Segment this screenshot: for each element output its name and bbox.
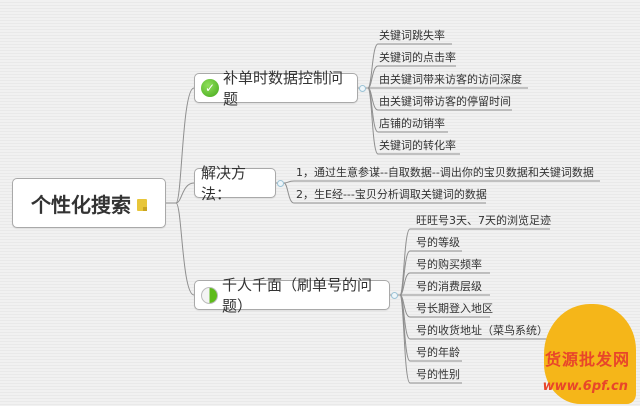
topic-label: 解决方法：	[201, 164, 247, 203]
subtopic-item[interactable]: 号的收货地址（菜鸟系统）	[416, 324, 548, 337]
watermark-logo: 货源批发网 www.6pf.cn	[500, 300, 640, 406]
subtopic-item[interactable]: 号的消费层级	[416, 280, 482, 293]
head-silhouette-icon	[544, 304, 636, 404]
subtopic-item[interactable]: 关键词的转化率	[379, 139, 456, 152]
root-label: 个性化搜索	[31, 192, 131, 217]
subtopic-item[interactable]: 关键词的点击率	[379, 51, 456, 64]
subtopic-item[interactable]: 号长期登入地区	[416, 302, 493, 315]
topic-label: 千人千面（刷单号的问题）	[222, 276, 373, 315]
check-circle-icon: ✓	[201, 79, 219, 97]
subtopic-item[interactable]: 由关键词带访客的停留时间	[379, 95, 511, 108]
subtopic-item[interactable]: 1，通过生意参谋--自取数据--调出你的宝贝数据和关键词数据	[296, 166, 594, 179]
topic-personalization[interactable]: 千人千面（刷单号的问题）	[194, 276, 390, 315]
subtopic-item[interactable]: 号的等级	[416, 236, 460, 249]
topic-label: 补单时数据控制问题	[223, 69, 344, 108]
subtopic-item[interactable]: 号的购买频率	[416, 258, 482, 271]
subtopic-item[interactable]: 旺旺号3天、7天的浏览足迹	[416, 214, 551, 227]
root-node[interactable]: 个性化搜索	[12, 178, 166, 228]
collapse-toggle[interactable]	[359, 85, 366, 92]
half-progress-icon	[201, 286, 218, 304]
topic-data-control[interactable]: ✓ 补单时数据控制问题	[194, 69, 358, 108]
note-icon[interactable]	[137, 199, 147, 211]
subtopic-item[interactable]: 店铺的动销率	[379, 117, 445, 130]
subtopic-item[interactable]: 关键词跳失率	[379, 29, 445, 42]
subtopic-item[interactable]: 由关键词带来访客的访问深度	[379, 73, 522, 86]
topic-solution[interactable]: 解决方法：	[194, 164, 276, 203]
subtopic-item[interactable]: 2，生E经---宝贝分析调取关键词的数据	[296, 188, 487, 201]
subtopic-item[interactable]: 号的年龄	[416, 346, 460, 359]
collapse-toggle[interactable]	[277, 180, 284, 187]
collapse-toggle[interactable]	[391, 292, 398, 299]
subtopic-item[interactable]: 号的性别	[416, 368, 460, 381]
watermark-url: www.6pf.cn	[542, 379, 628, 394]
watermark-title: 货源批发网	[544, 350, 630, 369]
